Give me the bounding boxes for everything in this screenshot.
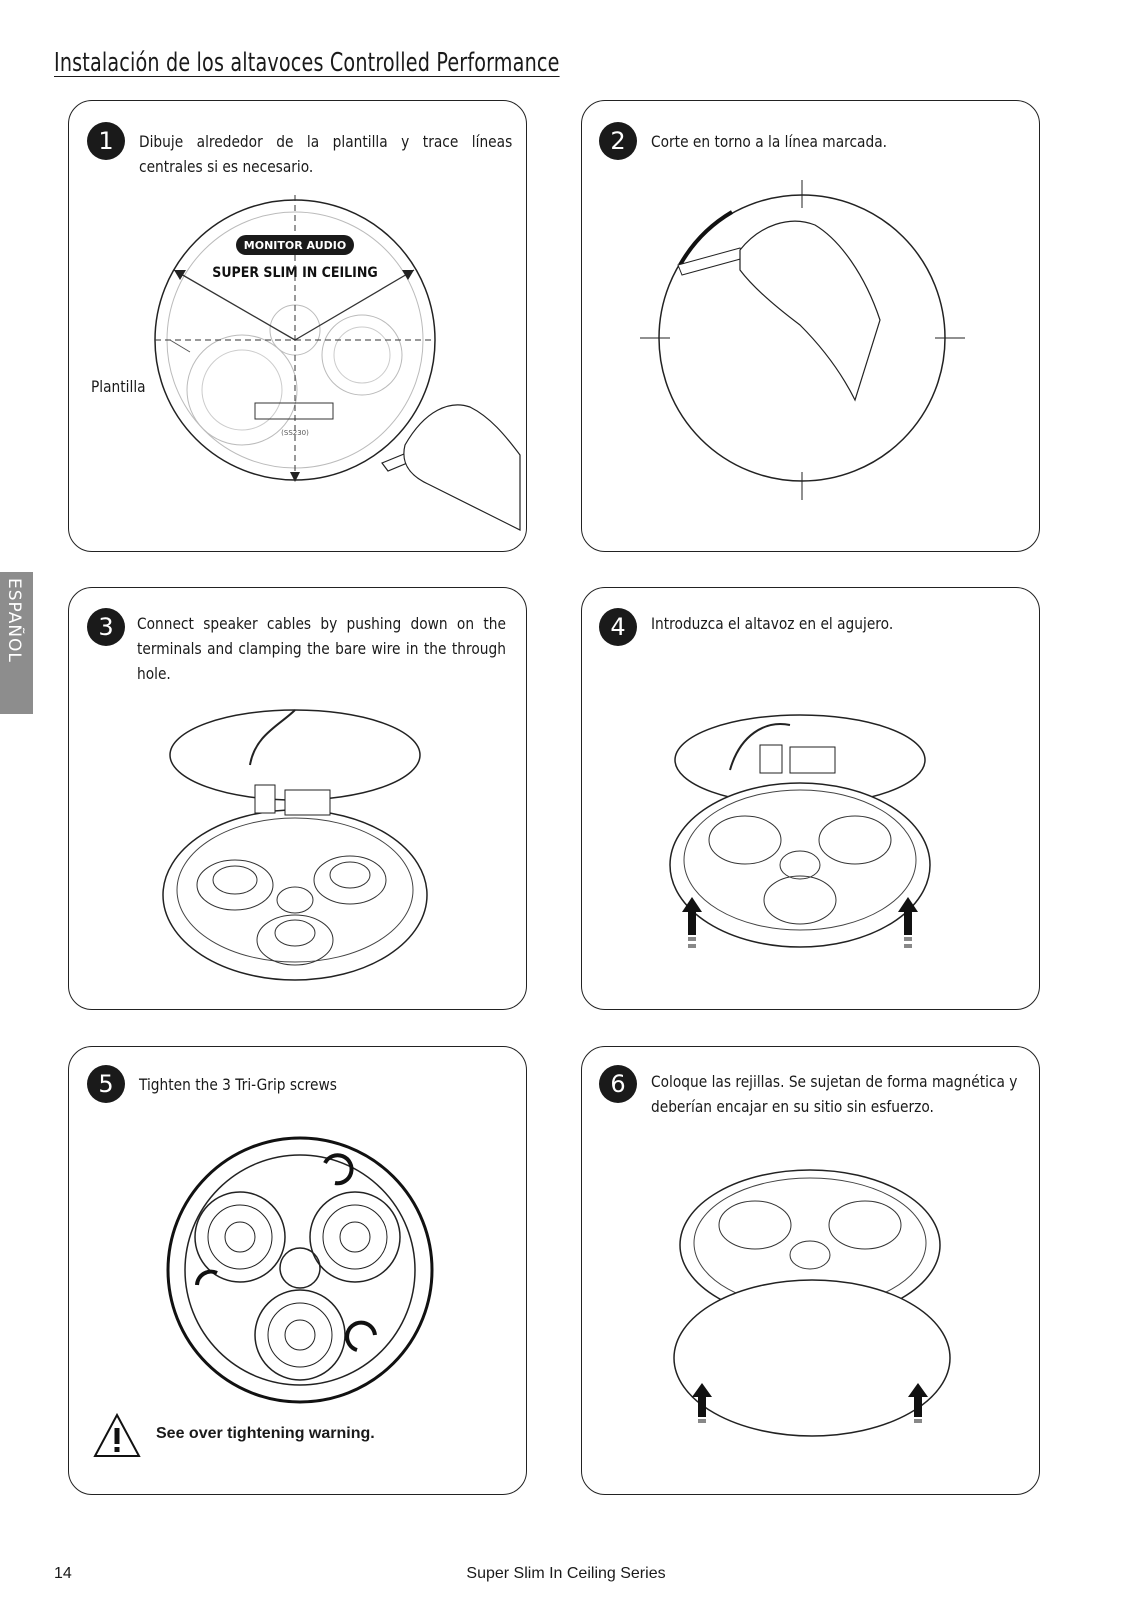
step-4-badge: 4 — [599, 608, 637, 646]
grille-illustration — [673, 1169, 951, 1437]
warning-text: See over tightening warning. — [156, 1425, 375, 1442]
step-6-text: Coloque las rejillas. Se sujetan de form… — [651, 1072, 1018, 1116]
step-1-text: Dibuje alrededor de la plantilla y trace… — [139, 132, 513, 176]
model-code: (SS230) — [281, 429, 309, 437]
step-2-panel — [581, 100, 1040, 552]
up-arrow-icon — [908, 1383, 928, 1423]
wiring-illustration — [162, 709, 428, 981]
step-3-panel — [68, 587, 527, 1010]
step-5-text: Tighten the 3 Tri-Grip screws — [139, 1075, 337, 1094]
model-name: SUPER SLIM IN CEILING — [212, 265, 377, 281]
step-4-text: Introduzca el altavoz en el agujero. — [651, 614, 894, 633]
step-1-panel — [68, 100, 527, 552]
step-5-badge: 5 — [87, 1065, 125, 1103]
step-3-text: Connect speaker cables by pushing down o… — [137, 614, 506, 683]
up-arrow-icon — [682, 897, 702, 948]
page-title: Instalación de los altavoces Controlled … — [54, 48, 560, 78]
step-2-badge: 2 — [599, 122, 637, 160]
step-3-badge: 3 — [87, 608, 125, 646]
step-6-panel — [581, 1046, 1040, 1495]
up-arrow-icon — [898, 897, 918, 948]
page-number: 14 — [54, 1565, 72, 1582]
step-1-badge: 1 — [87, 122, 125, 160]
language-tab-label: ESPAÑOL — [4, 578, 24, 663]
cut-illustration — [640, 180, 965, 500]
step-6-badge: 6 — [599, 1065, 637, 1103]
insert-illustration — [669, 714, 931, 948]
step-4-panel — [581, 587, 1040, 1010]
step-2-text: Corte en torno a la línea marcada. — [651, 132, 888, 151]
screws-illustration — [166, 1136, 434, 1404]
template-illustration: MONITOR AUDIO SUPER SLIM IN CEILING (SS2… — [154, 195, 521, 531]
plantilla-callout: Plantilla — [91, 377, 146, 396]
warning-icon — [93, 1412, 141, 1457]
series-name: Super Slim In Ceiling Series — [466, 1565, 666, 1582]
step-5-panel — [68, 1046, 527, 1495]
language-tab: ESPAÑOL — [0, 572, 33, 714]
up-arrow-icon — [692, 1383, 712, 1423]
brand-logo: MONITOR AUDIO — [244, 239, 346, 252]
